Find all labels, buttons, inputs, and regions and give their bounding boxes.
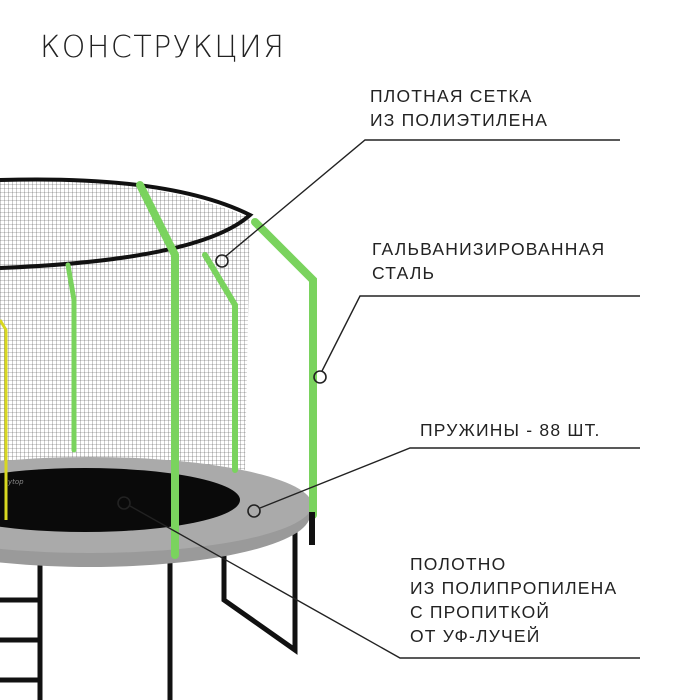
safety-net — [0, 179, 250, 480]
callout-net-line: ИЗ ПОЛИЭТИЛЕНА — [370, 110, 549, 130]
callout-steel: ГАЛЬВАНИЗИРОВАННАЯ СТАЛЬ — [372, 237, 605, 285]
frame-poles — [65, 181, 317, 559]
page-title: КОНСТРУКЦИЯ — [40, 30, 286, 65]
legs — [0, 520, 315, 700]
ladder-rail — [0, 319, 8, 520]
leader-lines — [129, 139, 640, 659]
callout-mat: ПОЛОТНО ИЗ ПОЛИПРОПИЛЕНА С ПРОПИТКОЙ ОТ … — [410, 552, 617, 648]
mat-brand: ytop — [7, 478, 24, 486]
callout-net: ПЛОТНАЯ СЕТКА ИЗ ПОЛИЭТИЛЕНА — [370, 84, 548, 132]
callout-mat-line: С ПРОПИТКОЙ — [410, 602, 551, 622]
callout-steel-line: СТАЛЬ — [372, 263, 436, 283]
callout-mat-line: ИЗ ПОЛИПРОПИЛЕНА — [410, 578, 618, 598]
callout-steel-line: ГАЛЬВАНИЗИРОВАННАЯ — [372, 239, 606, 259]
callout-mat-line: ПОЛОТНО — [410, 554, 507, 574]
net-top-ring — [0, 177, 254, 270]
callout-springs-line: ПРУЖИНЫ - 88 ШТ. — [420, 420, 601, 440]
callout-springs: ПРУЖИНЫ - 88 ШТ. — [420, 418, 601, 442]
callout-mat-line: ОТ УФ-ЛУЧЕЙ — [410, 626, 541, 646]
jumping-mat — [0, 468, 240, 532]
callout-markers — [117, 254, 327, 518]
callout-net-line: ПЛОТНАЯ СЕТКА — [370, 86, 533, 106]
